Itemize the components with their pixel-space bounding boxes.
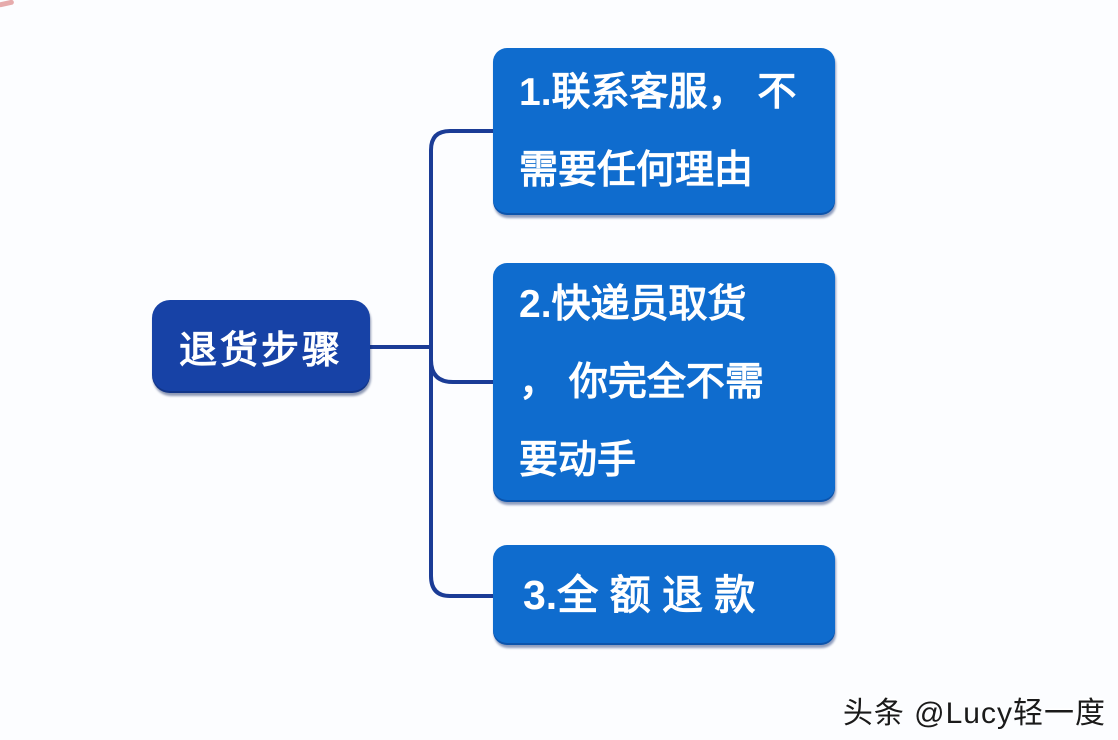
connector-branch-1 <box>429 129 495 349</box>
child-node-1: 1.联系客服， 不 需要任何理由 <box>493 48 835 215</box>
connector-branch-3 <box>429 345 497 598</box>
watermark: 头条 @Lucy轻一度 <box>843 688 1106 732</box>
child-node-3-line-1: 3.全 额 退 款 <box>523 572 756 618</box>
child-node-2-line-3: 要动手 <box>519 438 637 482</box>
child-node-2: 2.快递员取货 ， 你完全不需 要动手 <box>493 263 835 502</box>
child-node-2-line-1: 2.快递员取货 <box>519 282 747 326</box>
child-node-3: 3.全 额 退 款 <box>493 545 835 645</box>
child-node-1-line-1: 1.联系客服， 不 <box>519 70 797 114</box>
child-node-1-line-2: 需要任何理由 <box>519 148 754 192</box>
root-node-label: 退货步骤 <box>178 330 343 372</box>
connector-branch-2 <box>429 345 495 384</box>
root-node: 退货步骤 <box>152 300 370 393</box>
child-node-2-line-2: ， 你完全不需 <box>519 360 764 404</box>
watermark-text: 头条 @Lucy轻一度 <box>842 697 1106 730</box>
